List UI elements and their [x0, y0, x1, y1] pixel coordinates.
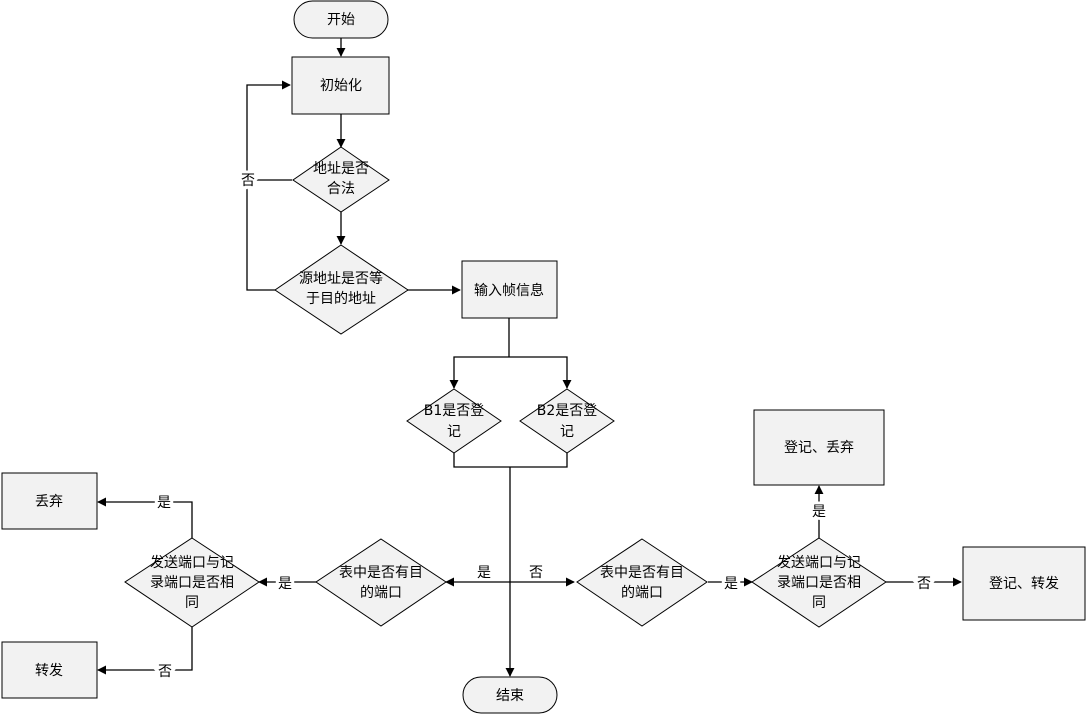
label-no-register-forward: 否 — [917, 576, 931, 592]
node-discard: 丢弃 — [1, 472, 98, 530]
label-no-forward: 否 — [158, 664, 172, 680]
decision-port-left-line3: 同 — [185, 595, 199, 611]
node-discard-label: 丢弃 — [35, 494, 63, 510]
edge-split-b2 — [509, 356, 572, 389]
decision-port-left-line1: 发送端口与记 — [150, 555, 234, 571]
decision-table-right-line1: 表中是否有目 — [600, 565, 684, 581]
decision-b2-registered: B2是否登 记 — [519, 388, 615, 454]
label-yes-center: 是 — [477, 565, 491, 581]
label-yes-left-table: 是 — [278, 576, 292, 592]
decision-src-eq-dst-line1: 源地址是否等 — [299, 270, 383, 287]
decision-b2-line2: 记 — [560, 424, 574, 440]
node-start: 开始 — [293, 0, 389, 39]
node-register-forward: 登记、转发 — [962, 546, 1086, 621]
decision-table-left-line2: 的端口 — [360, 585, 402, 601]
edge-port-left-to-discard — [97, 497, 193, 538]
label-yes-register-discard: 是 — [812, 504, 826, 520]
edge-port-left-to-forward — [97, 627, 193, 675]
decision-table-right: 表中是否有目 的端口 — [576, 538, 708, 627]
node-end-label: 结束 — [496, 688, 524, 704]
node-end: 结束 — [462, 676, 558, 714]
decision-port-same-left: 发送端口与记 录端口是否相 同 — [124, 537, 260, 628]
decision-address-valid: 地址是否 合法 — [292, 146, 390, 213]
edge-loop-back-to-init — [246, 80, 291, 291]
edge-labels: 否 是 否 是 是 否 是 是 否 — [154, 170, 934, 683]
decision-b1-registered: B1是否登 记 — [406, 388, 502, 454]
node-init-label: 初始化 — [320, 77, 362, 94]
decision-address-valid-line1: 地址是否 — [313, 161, 369, 177]
decision-port-left-line2: 录端口是否相 — [150, 575, 234, 591]
decision-table-left: 表中是否有目 的端口 — [315, 538, 447, 627]
node-register-discard-label: 登记、丢弃 — [784, 440, 854, 456]
decision-src-eq-dst: 源地址是否等 于目的地址 — [274, 244, 409, 335]
node-register-discard: 登记、丢弃 — [753, 409, 885, 486]
decision-b1-line1: B1是否登 — [424, 403, 485, 419]
node-input-frame: 输入帧信息 — [461, 260, 558, 319]
connectors — [97, 38, 962, 677]
node-init: 初始化 — [291, 56, 390, 115]
label-yes-right-table: 是 — [724, 576, 738, 592]
decision-port-right-line2: 录端口是否相 — [777, 575, 861, 591]
decision-address-valid-line2: 合法 — [327, 181, 355, 197]
label-no-center: 否 — [529, 565, 543, 581]
decision-port-same-right: 发送端口与记 录端口是否相 同 — [751, 537, 887, 628]
decision-b2-line1: B2是否登 — [537, 403, 598, 419]
decision-b1-line2: 记 — [447, 424, 461, 440]
decision-table-left-line1: 表中是否有目 — [339, 565, 423, 581]
edge-split-b1 — [449, 356, 509, 389]
label-no-loop: 否 — [241, 173, 255, 189]
node-register-forward-label: 登记、转发 — [989, 576, 1059, 592]
decision-src-eq-dst-line2: 于目的地址 — [306, 291, 376, 307]
node-input-frame-label: 输入帧信息 — [474, 282, 544, 299]
decision-port-right-line1: 发送端口与记 — [777, 555, 861, 571]
label-yes-discard: 是 — [157, 495, 171, 511]
decision-port-right-line3: 同 — [812, 595, 826, 611]
node-forward: 转发 — [1, 641, 98, 699]
node-forward-label: 转发 — [35, 663, 63, 679]
decision-table-right-line2: 的端口 — [621, 585, 663, 601]
edge-b1-merge — [453, 453, 568, 468]
node-start-label: 开始 — [327, 12, 355, 28]
